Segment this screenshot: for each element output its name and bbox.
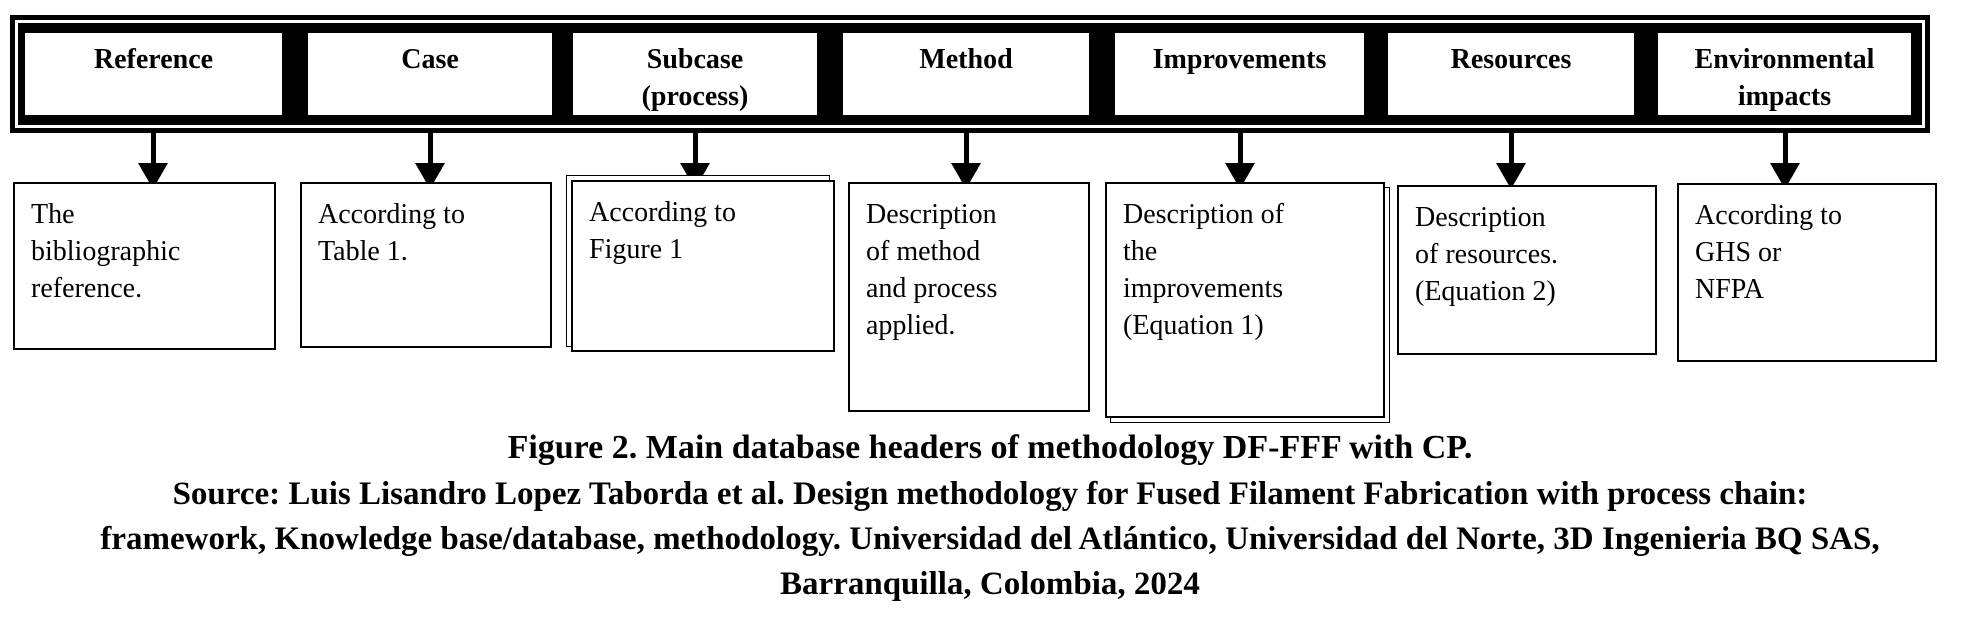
header-box-reference: Reference — [22, 30, 285, 118]
arrow-stem — [963, 133, 969, 163]
figure-caption-title: Figure 2. Main database headers of metho… — [507, 429, 1473, 466]
header-box-method: Method — [840, 30, 1092, 118]
arrow-stem — [150, 133, 156, 163]
figure-source-line: Barranquilla, Colombia, 2024 — [780, 566, 1200, 602]
figure-caption: Figure 2. Main database headers of metho… — [0, 424, 1980, 607]
arrow-stem — [1508, 133, 1514, 163]
down-arrow-icon — [415, 133, 445, 189]
header-box-subcase: Subcase (process) — [570, 30, 820, 118]
header-box-improvements: Improvements — [1112, 30, 1367, 118]
description-box-case: According to Table 1. — [300, 182, 552, 348]
down-arrow-icon — [1770, 133, 1800, 189]
down-arrow-icon — [951, 133, 981, 189]
header-box-case: Case — [305, 30, 555, 118]
down-arrow-icon — [138, 133, 168, 189]
description-box-method: Description of method and process applie… — [848, 182, 1090, 412]
header-box-environmental: Environmental impacts — [1655, 30, 1914, 118]
description-box-improvements: Description of the improvements (Equatio… — [1105, 182, 1385, 418]
arrow-stem — [1237, 133, 1243, 163]
description-box-subcase: According to Figure 1 — [571, 180, 835, 352]
header-box-resources: Resources — [1385, 30, 1637, 118]
description-box-reference: The bibliographic reference. — [13, 182, 276, 350]
arrow-stem — [692, 133, 698, 163]
down-arrow-icon — [1225, 133, 1255, 189]
description-box-resources: Description of resources. (Equation 2) — [1397, 185, 1657, 355]
description-box-environmental: According to GHS or NFPA — [1677, 183, 1937, 362]
figure-source-line: Source: Luis Lisandro Lopez Taborda et a… — [172, 476, 1808, 512]
arrow-stem — [1782, 133, 1788, 163]
down-arrow-icon — [680, 133, 710, 189]
figure-source-line: framework, Knowledge base/database, meth… — [100, 521, 1880, 557]
down-arrow-icon — [1496, 133, 1526, 189]
arrow-head — [1496, 163, 1526, 189]
arrow-stem — [427, 133, 433, 163]
